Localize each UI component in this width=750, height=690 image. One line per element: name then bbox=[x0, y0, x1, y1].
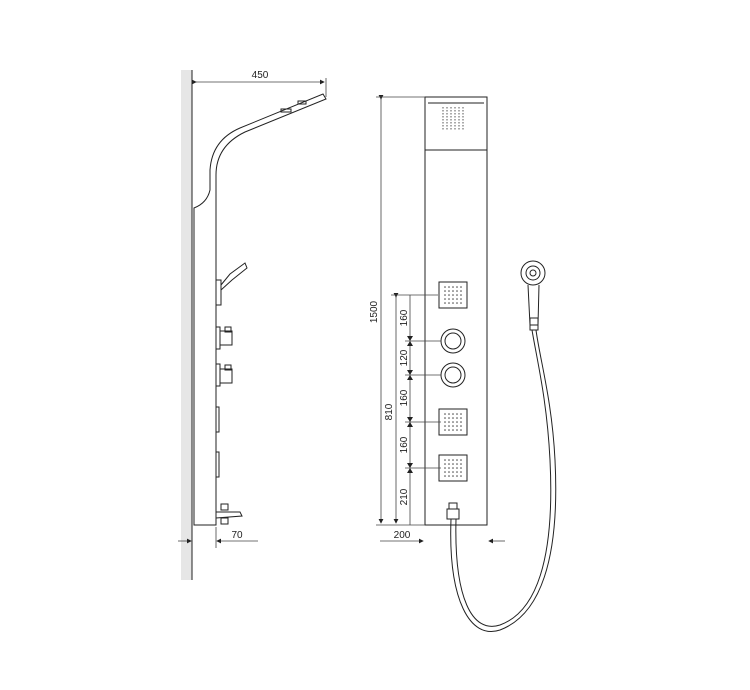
dim-wall-offset: 70 bbox=[231, 530, 243, 541]
hand-shower bbox=[520, 260, 546, 331]
overhead-jet bbox=[280, 108, 292, 113]
hose-connector bbox=[446, 502, 460, 520]
panel-profile bbox=[193, 93, 327, 526]
hand-shower-side bbox=[215, 262, 248, 306]
dim-depth: 450 bbox=[252, 70, 269, 81]
dimension-arrow bbox=[407, 417, 413, 427]
body-jet bbox=[438, 281, 468, 309]
body-jet-side bbox=[215, 406, 220, 478]
front-view: 1500 810 160 120 160 160 210 200 bbox=[369, 95, 557, 632]
thermostat-knob-side bbox=[215, 326, 233, 350]
overhead-shower-nozzles bbox=[442, 107, 464, 130]
dim-spacing-5: 210 bbox=[399, 488, 410, 505]
dim-width: 200 bbox=[394, 530, 411, 541]
overhead-jet bbox=[297, 100, 307, 105]
dimension-arrow bbox=[407, 336, 413, 346]
spout-side bbox=[215, 503, 243, 525]
dim-outlet-height: 810 bbox=[384, 403, 395, 420]
side-view: 450 70 bbox=[178, 70, 327, 580]
dimension-arrow bbox=[407, 463, 413, 473]
dimension-arrow bbox=[407, 370, 413, 380]
wall bbox=[181, 70, 192, 580]
shower-hose bbox=[450, 329, 557, 632]
panel-front bbox=[424, 96, 488, 526]
body-jet bbox=[438, 454, 468, 482]
diverter-knob-side bbox=[215, 363, 233, 387]
body-jet bbox=[438, 408, 468, 436]
dim-spacing-1: 160 bbox=[399, 309, 410, 326]
dim-spacing-4: 160 bbox=[399, 436, 410, 453]
dim-total-height: 1500 bbox=[369, 300, 380, 323]
dim-spacing-3: 160 bbox=[399, 389, 410, 406]
dim-spacing-2: 120 bbox=[399, 349, 410, 366]
